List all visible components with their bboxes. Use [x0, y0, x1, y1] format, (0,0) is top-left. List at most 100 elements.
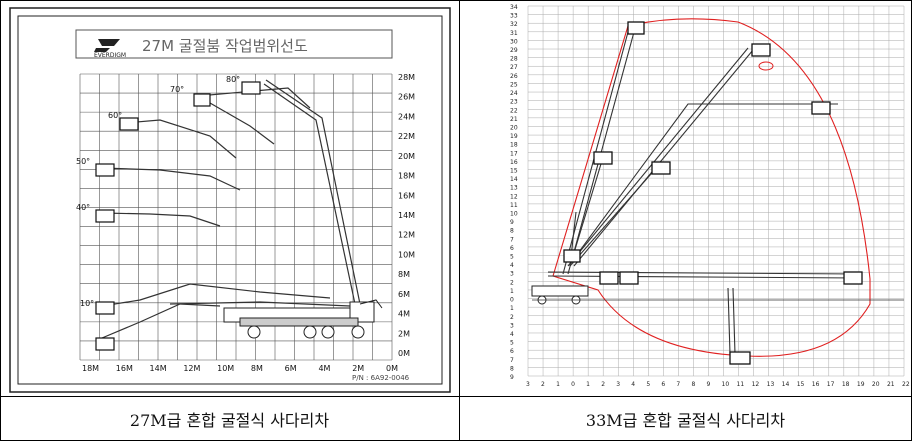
left-y-tick-label: 0M: [398, 349, 410, 358]
angle-label: 80°: [226, 75, 240, 84]
right-y-tick-label: 27: [510, 64, 518, 71]
right-y-tick-label: 31: [510, 30, 518, 37]
working-envelope: [552, 18, 871, 357]
right-y-tick-label: 12: [510, 193, 518, 200]
right-y-tick-label: 26: [510, 73, 518, 80]
right-y-tick-label: 15: [510, 167, 518, 174]
right-y-tick-label: 19: [510, 133, 518, 140]
right-y-tick-label: 5: [510, 254, 514, 261]
left-y-tick-label: 22M: [398, 132, 415, 141]
right-y-tick-label: 13: [510, 185, 518, 192]
right-x-tick-label: 1: [556, 381, 560, 388]
left-x-tick-label: 14M: [150, 364, 167, 373]
logo-text: EVERDIGM: [94, 52, 126, 59]
right-y-tick-label: 22: [510, 107, 518, 114]
right-y-tick-label: 29: [510, 47, 518, 54]
right-y-tick-label: 6: [510, 348, 514, 355]
right-y-tick-label: 17: [510, 150, 518, 157]
left-y-tick-label: 16M: [398, 191, 415, 200]
left-x-tick-label: 18M: [82, 364, 99, 373]
right-y-tick-label: 1: [510, 288, 514, 295]
left-x-tick-label: 8M: [251, 364, 263, 373]
table-divider-vertical: [459, 0, 460, 441]
right-x-tick-label: 11: [737, 381, 745, 388]
right-y-tick-label: 4: [510, 331, 514, 338]
right-y-tick-label: 21: [510, 116, 518, 123]
angle-label: 70°: [170, 85, 184, 94]
right-y-tick-label: 28: [510, 56, 518, 63]
caption-right: 33M급 혼합 굴절식 사다리차: [585, 411, 786, 430]
left-x-tick-label: 10M: [217, 364, 234, 373]
right-x-tick-label: 19: [857, 381, 865, 388]
left-y-tick-label: 26M: [398, 93, 415, 102]
right-grid: [527, 5, 905, 377]
right-truck: [531, 285, 589, 305]
right-x-tick-label: 0: [571, 381, 575, 388]
left-y-tick-label: 6M: [398, 290, 410, 299]
right-y-tick-label: 4: [510, 262, 514, 269]
left-y-tick-label: 10M: [398, 250, 415, 259]
right-x-tick-label: 13: [767, 381, 775, 388]
right-y-tick-label: 11: [510, 202, 518, 209]
right-x-tick-label: 17: [827, 381, 835, 388]
left-baskets: [95, 81, 261, 351]
left-y-tick-label: 28M: [398, 73, 415, 82]
left-x-tick-label: 16M: [116, 364, 133, 373]
left-x-tick-label: 4M: [318, 364, 330, 373]
right-y-tick-label: 34: [510, 4, 518, 11]
right-y-tick-label: 20: [510, 124, 518, 131]
right-x-tick-label: 12: [752, 381, 760, 388]
right-x-tick-label: 8: [691, 381, 695, 388]
right-x-tick-label: 16: [812, 381, 820, 388]
right-baskets: [563, 21, 863, 365]
right-x-tick-label: 9: [706, 381, 710, 388]
envelope-marker: [758, 61, 774, 71]
right-y-tick-label: 8: [510, 228, 514, 235]
everdigm-logo: EVERDIGM: [94, 39, 126, 59]
right-y-tick-label: 8: [510, 365, 514, 372]
right-x-tick-label: 7: [676, 381, 680, 388]
table-divider-horizontal: [0, 396, 912, 397]
angle-label: 50°: [76, 157, 90, 166]
right-x-tick-label: 3: [526, 381, 530, 388]
left-bottom-axis: 18M 16M 14M 12M 10M 8M 6M 4M 2M 0M: [82, 364, 398, 373]
left-y-tick-label: 4M: [398, 310, 410, 319]
right-x-tick-label: 6: [661, 381, 665, 388]
angle-label: 40°: [76, 203, 90, 212]
right-x-tick-label: 10: [722, 381, 730, 388]
left-y-tick-label: 24M: [398, 112, 415, 121]
right-working-range-diagram: 3433323130292827262524232221201918171615…: [510, 4, 910, 388]
right-y-tick-label: 10: [510, 211, 518, 218]
left-x-tick-label: 6M: [285, 364, 297, 373]
right-x-tick-label: 3: [616, 381, 620, 388]
right-y-axis-labels: 3433323130292827262524232221201918171615…: [510, 4, 518, 381]
left-x-tick-label: 2M: [352, 364, 364, 373]
caption-left: 27M급 혼합 굴절식 사다리차: [129, 411, 330, 430]
right-x-tick-label: 21: [887, 381, 895, 388]
right-y-tick-label: 2: [510, 314, 514, 321]
left-angle-labels: 80°70°60°50°40°10°: [76, 75, 240, 308]
right-y-tick-label: 7: [510, 357, 514, 364]
right-x-tick-label: 20: [872, 381, 880, 388]
left-truck: [223, 299, 383, 339]
left-x-tick-label: 12M: [183, 364, 200, 373]
table-border-top: [0, 0, 912, 1]
right-x-tick-label: 18: [842, 381, 850, 388]
angle-label: 10°: [80, 299, 94, 308]
right-x-tick-label: 2: [541, 381, 545, 388]
part-number: P/N : 6A92-0046: [352, 374, 410, 382]
right-y-tick-label: 3: [510, 322, 514, 329]
right-y-tick-label: 3: [510, 271, 514, 278]
left-working-range-diagram: EVERDIGM 27M 굴절붐 작업범위선도 28M26M24M22M20M1…: [9, 7, 451, 393]
right-x-tick-label: 15: [797, 381, 805, 388]
right-y-tick-label: 9: [510, 219, 514, 226]
right-x-tick-label: 4: [631, 381, 635, 388]
left-x-tick-label: 0M: [386, 364, 398, 373]
left-y-tick-label: 20M: [398, 152, 415, 161]
right-y-tick-label: 14: [510, 176, 518, 183]
right-x-tick-label: 14: [782, 381, 790, 388]
right-y-tick-label: 0: [510, 297, 514, 304]
right-y-tick-label: 2: [510, 279, 514, 286]
